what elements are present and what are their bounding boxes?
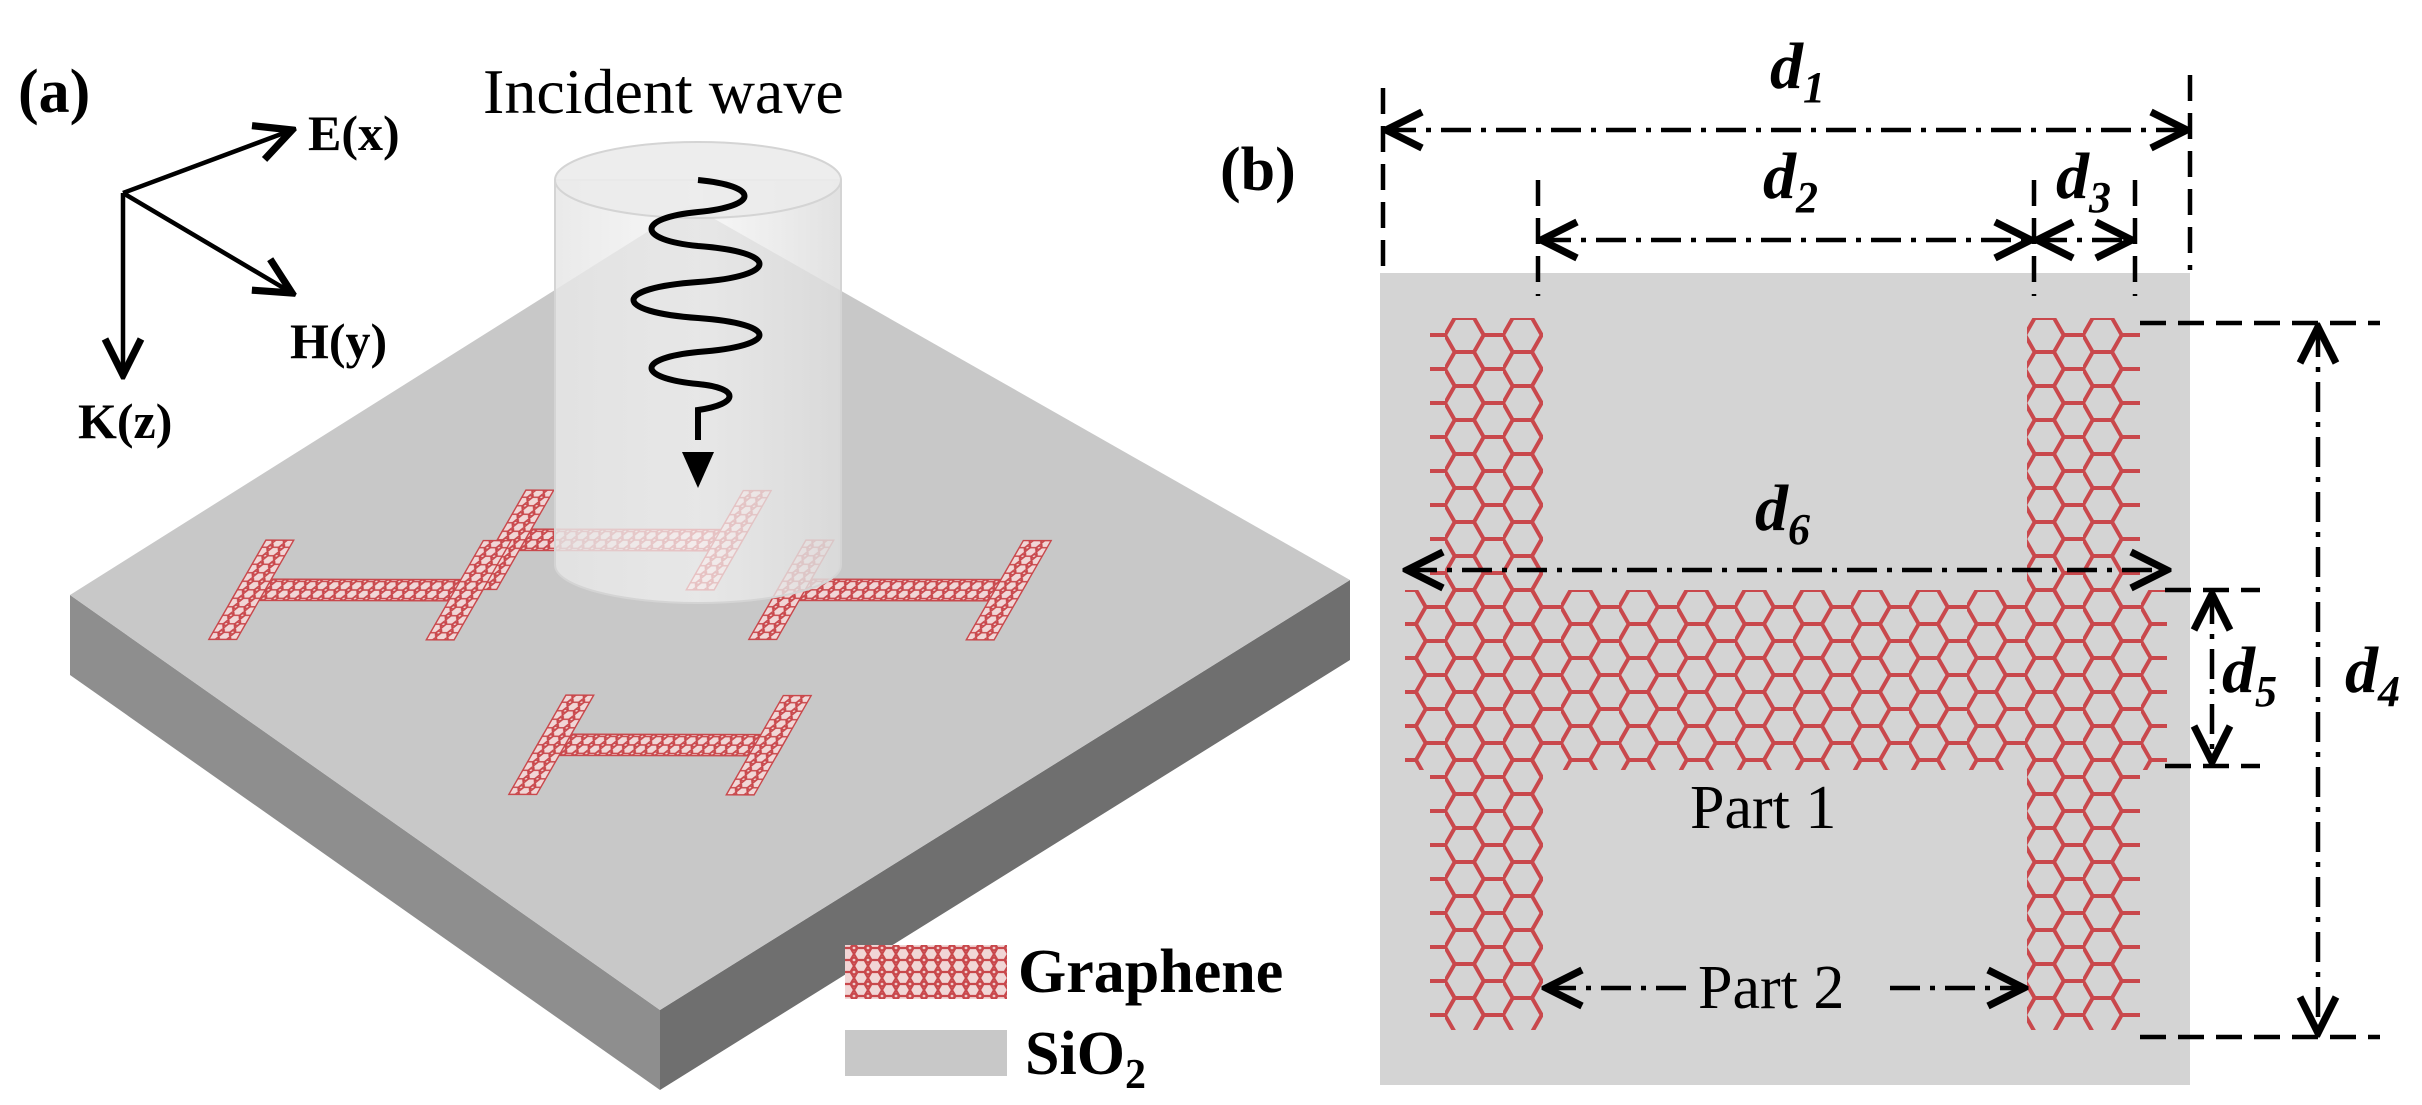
substrate-slab [70,205,1350,1090]
substrate-side-left [70,595,660,1090]
legend-sio2-swatch [845,1030,1007,1076]
part1-label: Part 1 [1690,774,1836,842]
legend-graphene-label: Graphene [1018,938,1283,1006]
axis-h-label: H(y) [290,313,387,369]
panel-a-label: (a) [18,58,90,126]
d2-label: d2 [1763,140,1818,222]
legend-sio2-subscript: 2 [1125,1052,1146,1098]
resonator-left [207,539,513,641]
panel-b-label: (b) [1220,136,1296,204]
axis-h-arrow [121,191,292,293]
substrate-side-right [660,580,1350,1090]
incident-wave-label: Incident wave [483,56,844,127]
wave-arrowhead [682,452,714,488]
d5-label: d5 [2222,634,2277,716]
substrate-top [70,205,1350,1010]
axis-e-label: E(x) [308,105,400,161]
legend-graphene-swatch [845,945,1007,999]
d6-label: d6 [1755,472,1810,554]
part2-label: Part 2 [1698,954,1844,1022]
d3-label: d3 [2056,140,2111,222]
coordinate-axes [123,130,292,375]
unit-cell-graphene [1405,318,2167,1030]
axis-k-label: K(z) [78,393,172,449]
center-bar [1405,590,2167,770]
legend-sio2-label: SiO2 [1025,1020,1146,1098]
legend: Graphene SiO2 [845,938,1283,1098]
axis-e-arrow [122,130,292,196]
d1-label: d1 [1770,30,1825,112]
panel-a: (a) [18,56,1350,1090]
dimension-lines [1380,75,2380,1040]
panel-b: (b) [1220,30,2400,1085]
wave-packet [630,177,763,440]
d4-label: d4 [2345,634,2400,716]
resonator-front [507,694,813,796]
cylinder-body [554,179,842,604]
